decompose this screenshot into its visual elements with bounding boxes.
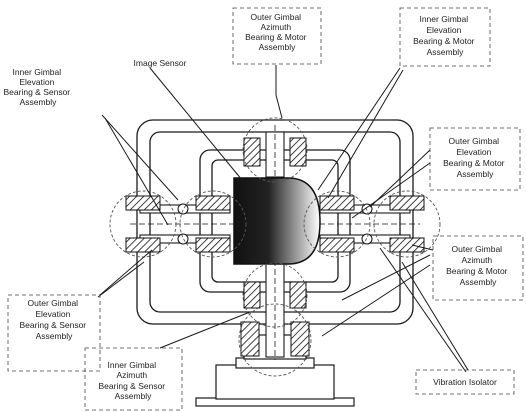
label-vibration-isolator: Vibration Isolator (433, 377, 497, 387)
label-inner-elevation-motor: Inner Gimbal Elevation Bearing & Motor A… (413, 14, 477, 57)
label-inner-azimuth-sensor: Inner Gimbal Azimuth Bearing & Sensor As… (99, 360, 168, 401)
bearing-blocks (125, 137, 425, 357)
label-outer-azimuth-top: Outer Gimbal Azimuth Bearing & Motor Ass… (245, 12, 309, 52)
highlight-circles (109, 117, 441, 377)
callout-texts: Outer Gimbal Azimuth Bearing & Motor Ass… (4, 12, 510, 401)
image-sensor (233, 177, 321, 265)
label-outer-azimuth-right: Outer Gimbal Azimuth Bearing & Motor Ass… (446, 244, 510, 287)
leader-lines (97, 65, 469, 373)
label-outer-elevation-motor: Outer Gimbal Elevation Bearing & Motor A… (443, 136, 507, 179)
label-image-sensor: Image Sensor (134, 58, 187, 68)
shaft-bearing-balls (177, 203, 373, 245)
callout-boxes (7, 7, 524, 411)
label-inner-elevation-sensor: Inner Gimbal Elevation Bearing & Sensor … (4, 67, 73, 107)
label-outer-elevation-sensor: Outer Gimbal Elevation Bearing & Sensor … (20, 298, 89, 341)
